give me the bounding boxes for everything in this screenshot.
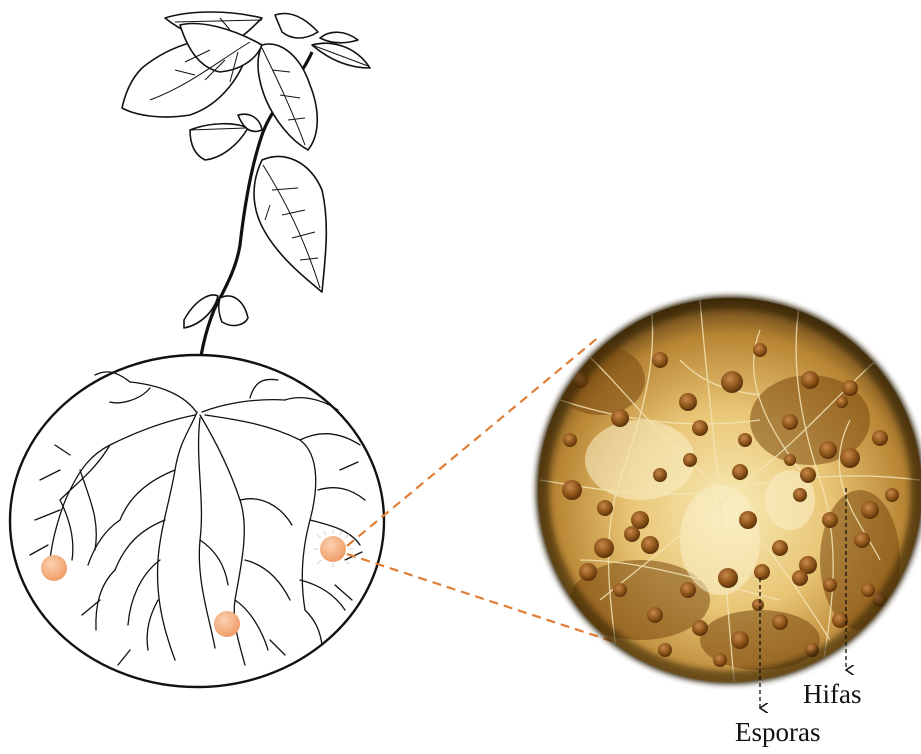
root-zone-circle [10,355,384,687]
plant-drawing [122,12,370,412]
microscope-view [530,290,921,690]
soil-spore [214,611,240,637]
spores-label: Esporas [735,717,820,748]
hyphae-label: Hifas [803,679,861,710]
soil-spore [41,555,67,581]
